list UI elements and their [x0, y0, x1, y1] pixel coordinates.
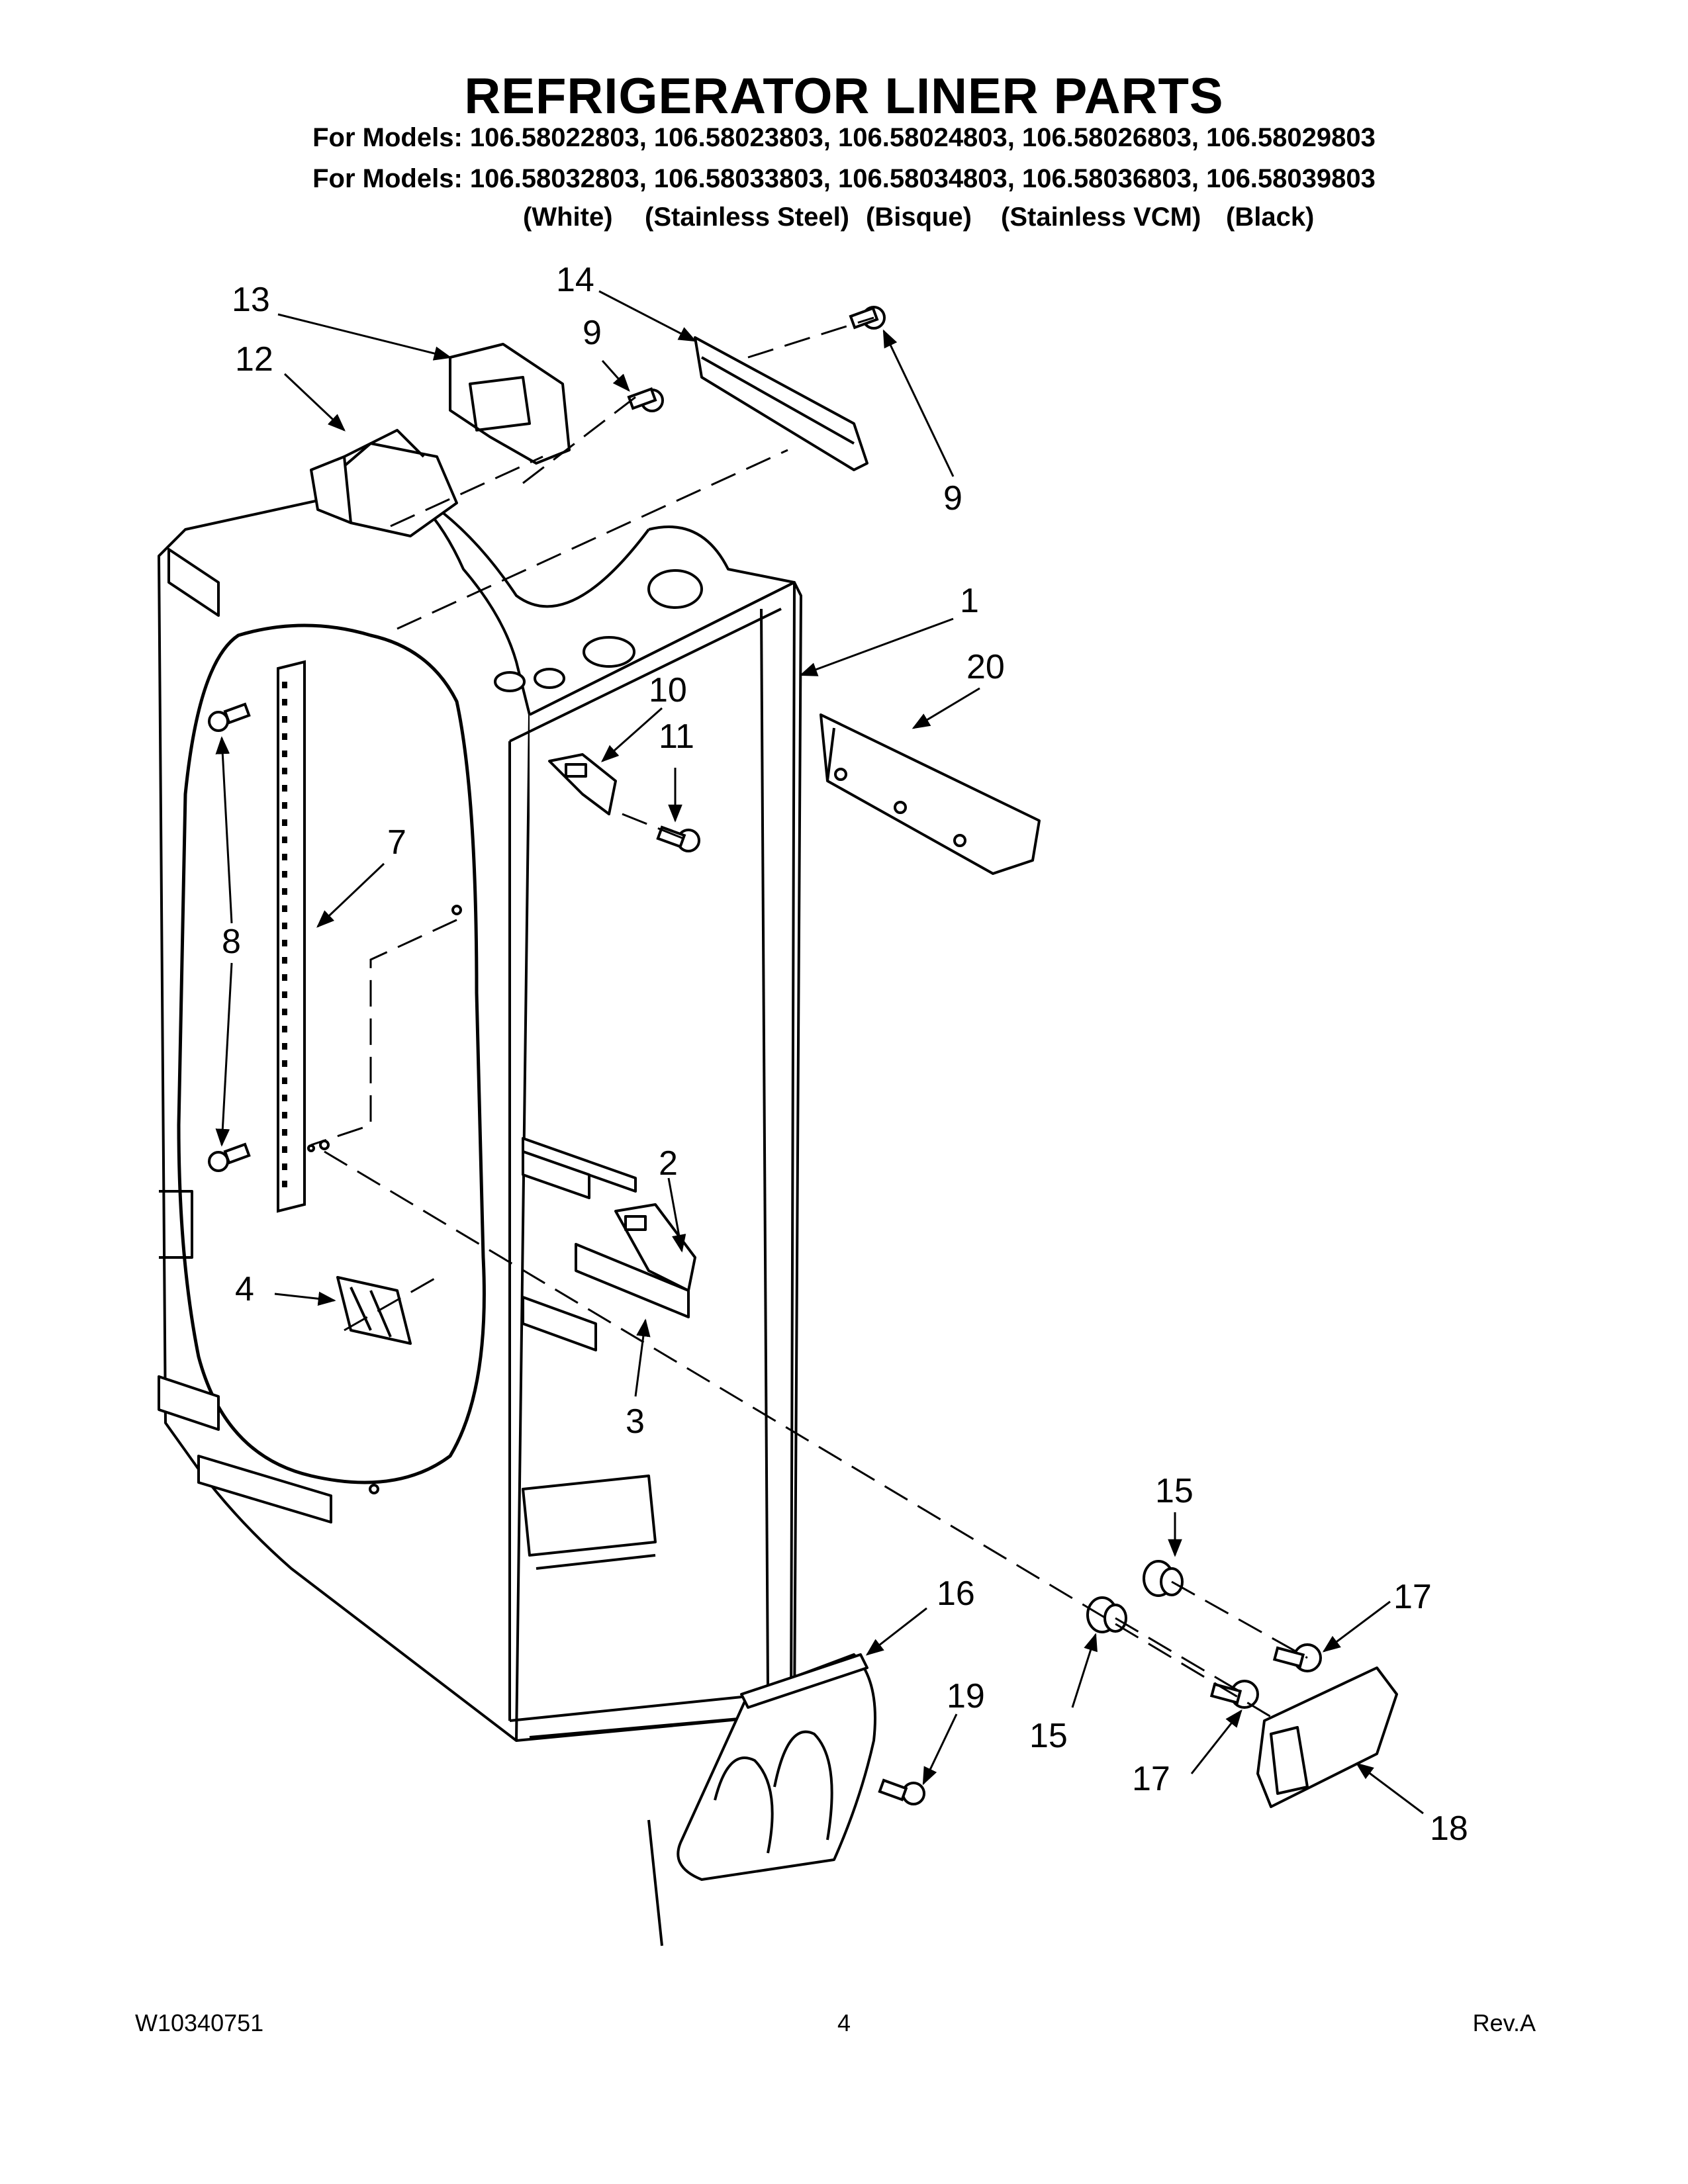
- callout-17-upper: 17: [1393, 1578, 1432, 1616]
- variant-stainless-steel: (Stainless Steel): [645, 203, 850, 232]
- screw-part-9-right: [849, 306, 886, 330]
- callout-11: 11: [659, 717, 694, 756]
- callout-17-lower: 17: [1132, 1760, 1170, 1798]
- callout-4: 4: [235, 1270, 254, 1308]
- screw-part-19: [878, 1778, 925, 1805]
- callout-20: 20: [966, 648, 1005, 686]
- screw-part-8-lower: [208, 1142, 251, 1172]
- callout-10: 10: [649, 671, 687, 709]
- screw-part-8-upper: [208, 702, 251, 732]
- color-variants: (White) (Stainless Steel) (Bisque) (Stai…: [0, 203, 1688, 236]
- revision: Rev.A: [1472, 2009, 1536, 2036]
- callout-15-lower: 15: [1029, 1717, 1068, 1755]
- channel-part-14: [694, 336, 868, 471]
- callout-19: 19: [947, 1677, 985, 1715]
- page-title: REFRIGERATOR LINER PARTS: [464, 68, 1224, 124]
- callout-13: 13: [232, 281, 270, 319]
- callout-9-left: 9: [583, 314, 602, 352]
- damper-housing-part-12: [310, 429, 458, 537]
- callout-15-upper: 15: [1155, 1472, 1194, 1510]
- grommet-part-15-upper: [1143, 1560, 1184, 1597]
- models-line-1: For Models: 106.58022803, 106.58023803, …: [312, 123, 1376, 152]
- callout-9-right: 9: [943, 479, 962, 518]
- liner-part-1: [158, 482, 802, 1742]
- callout-14: 14: [556, 261, 594, 299]
- callout-7: 7: [387, 823, 406, 862]
- assembly-lines: [310, 316, 1308, 1722]
- document-number: W10340751: [135, 2009, 264, 2036]
- heater-coil-part-16: [647, 1653, 876, 1946]
- callout-arrows: [215, 290, 1424, 1815]
- callout-8: 8: [222, 923, 241, 961]
- page-number: 4: [837, 2009, 851, 2036]
- callout-2: 2: [659, 1144, 678, 1183]
- screw-part-11: [656, 825, 700, 852]
- housing-part-18: [1256, 1666, 1398, 1808]
- bracket-part-3: [575, 1243, 690, 1318]
- callout-12: 12: [235, 340, 273, 379]
- callout-18: 18: [1430, 1809, 1468, 1848]
- tray-part-20: [820, 713, 1041, 875]
- callout-1: 1: [960, 582, 979, 620]
- variant-black: (Black): [1226, 203, 1315, 232]
- callout-3: 3: [626, 1402, 645, 1441]
- cover-part-13: [449, 343, 571, 465]
- screw-part-9-left: [627, 387, 664, 412]
- variant-white: (White): [523, 203, 613, 232]
- models-line-2: For Models: 106.58032803, 106.58033803, …: [312, 164, 1376, 193]
- bracket-part-2: [614, 1203, 696, 1292]
- grille-part-4: [336, 1276, 412, 1345]
- variant-bisque: (Bisque): [866, 203, 972, 232]
- bracket-part-10: [548, 753, 617, 815]
- shelf-rail-part-7: [277, 660, 306, 1213]
- screw-part-17-upper: [1272, 1643, 1322, 1672]
- variant-stainless-vcm: (Stainless VCM): [1001, 203, 1201, 232]
- callout-16: 16: [937, 1574, 975, 1613]
- screw-part-17-lower: [1209, 1680, 1259, 1709]
